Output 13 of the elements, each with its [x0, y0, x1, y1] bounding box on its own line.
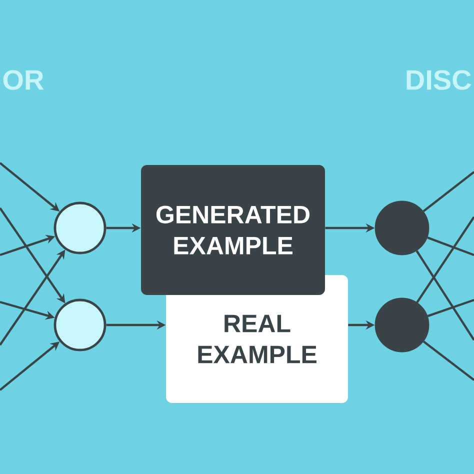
- connection-line: [427, 298, 474, 318]
- heading: DISC: [406, 70, 472, 90]
- neuron-circle: [54, 298, 106, 352]
- connection-line: [427, 236, 474, 256]
- neuron-circle: [54, 202, 106, 254]
- neuron-circle: [374, 200, 430, 256]
- heading: OR: [3, 70, 44, 90]
- connection-line: [422, 340, 474, 381]
- connection-line: [416, 216, 474, 303]
- connection-line: [422, 171, 474, 212]
- neuron-circle: [374, 298, 430, 352]
- connection-line: [416, 250, 474, 341]
- example-card: GENERATED EXAMPLE: [141, 165, 325, 295]
